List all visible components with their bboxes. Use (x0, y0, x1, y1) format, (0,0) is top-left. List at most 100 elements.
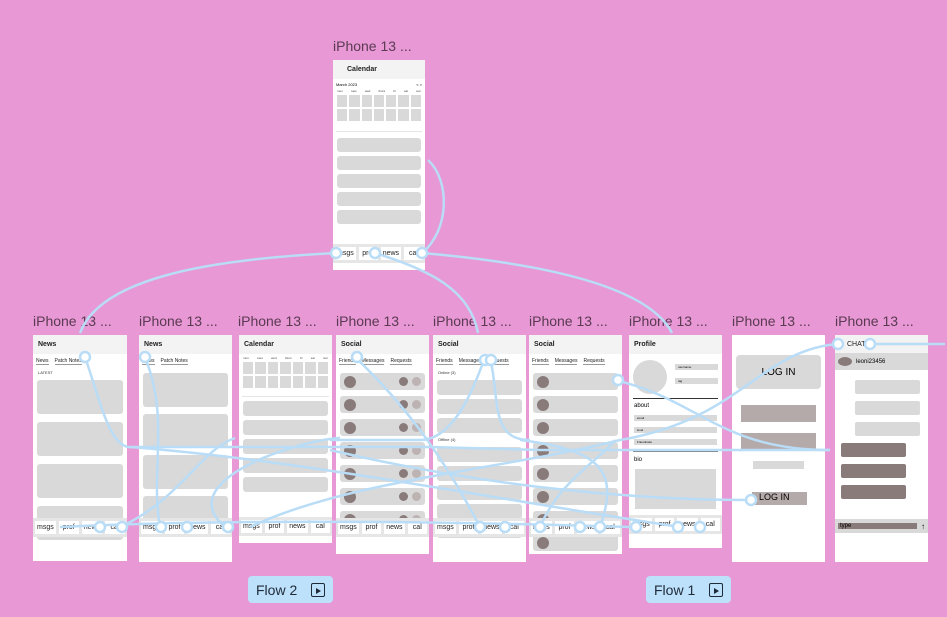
nav-msgs-button[interactable]: msgs (141, 521, 162, 534)
calendar-day-cell[interactable] (398, 109, 409, 121)
friend-row[interactable] (533, 396, 618, 413)
content-card[interactable] (143, 414, 228, 448)
calendar-day-cell[interactable] (255, 362, 266, 374)
content-card[interactable] (437, 399, 522, 414)
calendar-day-cell[interactable] (305, 362, 316, 374)
content-card[interactable] (437, 380, 522, 395)
profile-frame[interactable]: Profile username tag about email level F… (629, 335, 722, 548)
friend-row[interactable] (340, 488, 425, 505)
friend-row[interactable] (533, 373, 618, 390)
nav-msgs-button[interactable]: msgs (335, 247, 356, 260)
frame-label[interactable]: iPhone 13 ... (139, 313, 218, 329)
friend-row[interactable] (340, 419, 425, 436)
content-card[interactable] (37, 422, 123, 456)
content-card[interactable] (143, 373, 228, 407)
content-card[interactable] (437, 418, 522, 433)
nav-news-button[interactable]: news (287, 520, 308, 533)
nav-news-button[interactable]: news (384, 521, 405, 534)
nav-cal-button[interactable]: cal (310, 520, 331, 533)
nav-prof-button[interactable]: prof (361, 521, 382, 534)
nav-msgs-button[interactable]: msgs (338, 521, 359, 534)
friend-row[interactable] (340, 396, 425, 413)
tab-patch-notes[interactable]: Patch Notes (54, 358, 82, 365)
decline-icon[interactable] (412, 492, 421, 501)
frame-label[interactable]: iPhone 13 ... (33, 313, 112, 329)
login-frame[interactable]: LOG IN LOG IN (732, 335, 825, 562)
nav-cal-button[interactable]: cal (700, 518, 721, 531)
content-card[interactable] (437, 447, 522, 462)
nav-prof-button[interactable]: prof (654, 518, 675, 531)
frame-label[interactable]: iPhone 13 ... (333, 38, 412, 54)
content-card[interactable] (437, 504, 522, 519)
nav-cal-button[interactable]: cal (404, 247, 424, 260)
calendar-day-cell[interactable] (373, 109, 385, 121)
calendar-day-cell[interactable] (317, 376, 328, 388)
nav-cal-button[interactable]: cal (600, 521, 621, 534)
frame-label[interactable]: iPhone 13 ... (732, 313, 811, 329)
tab-requests[interactable]: Requests (583, 358, 605, 365)
accept-icon[interactable] (399, 377, 408, 386)
tab-requests[interactable]: Requests (487, 358, 509, 365)
friend-row[interactable] (533, 488, 618, 505)
nav-cal-button[interactable]: cal (407, 521, 428, 534)
tab-requests[interactable]: Requests (390, 358, 412, 365)
nav-prof-button[interactable]: prof (164, 521, 185, 534)
tab-patch-notes[interactable]: Patch Notes (160, 358, 188, 365)
calendar-day-cell[interactable] (361, 95, 372, 107)
tab-news[interactable]: News (142, 358, 155, 365)
decline-icon[interactable] (412, 400, 421, 409)
content-card[interactable] (37, 380, 123, 414)
calendar-day-cell[interactable] (398, 95, 409, 107)
calendar-day-cell[interactable] (280, 362, 291, 374)
flow-2-badge[interactable]: Flow 2 (248, 576, 334, 603)
calendar-day-cell[interactable] (280, 376, 291, 388)
calendar-day-cell[interactable] (292, 376, 304, 388)
nav-msgs-button[interactable]: msgs (435, 521, 456, 534)
accept-icon[interactable] (399, 423, 408, 432)
content-card[interactable] (337, 174, 421, 188)
flow-1-badge[interactable]: Flow 1 (646, 576, 732, 603)
calendar-day-cell[interactable] (410, 109, 421, 121)
tab-messages[interactable]: Messages (554, 358, 578, 365)
month-arrows[interactable]: < > (416, 82, 422, 87)
frame-label[interactable]: iPhone 13 ... (336, 313, 415, 329)
play-flow-icon[interactable] (311, 582, 326, 597)
content-card[interactable] (37, 464, 123, 498)
frame-label[interactable]: iPhone 13 ... (433, 313, 512, 329)
nav-msgs-button[interactable]: msgs (531, 521, 552, 534)
accept-icon[interactable] (399, 469, 408, 478)
nav-news-button[interactable]: news (81, 521, 103, 534)
accept-icon[interactable] (399, 492, 408, 501)
content-card[interactable] (243, 401, 328, 416)
calendar-day-cell[interactable] (373, 95, 385, 107)
decline-icon[interactable] (412, 446, 421, 455)
nav-news-button[interactable]: news (187, 521, 208, 534)
content-card[interactable] (243, 458, 328, 473)
friend-row[interactable] (340, 442, 425, 459)
content-card[interactable] (243, 477, 328, 492)
message-input[interactable]: type (838, 523, 917, 529)
username-input[interactable] (741, 405, 816, 422)
content-card[interactable] (243, 439, 328, 454)
calendar-day-cell[interactable] (255, 376, 266, 388)
calendar-day-cell[interactable] (337, 109, 348, 121)
nav-msgs-button[interactable]: msgs (241, 520, 262, 533)
calendar-day-cell[interactable] (337, 95, 348, 107)
frame-label[interactable]: iPhone 13 ... (835, 313, 914, 329)
calendar-day-cell[interactable] (267, 376, 279, 388)
accept-icon[interactable] (399, 446, 408, 455)
nav-news-button[interactable]: news (380, 247, 402, 260)
tab-messages[interactable]: Messages (361, 358, 385, 365)
friend-row[interactable] (533, 534, 618, 551)
nav-news-button[interactable]: news (577, 521, 598, 534)
friend-row[interactable] (533, 442, 618, 459)
play-flow-icon[interactable] (709, 582, 724, 597)
content-card[interactable] (243, 420, 328, 435)
frame-label[interactable]: iPhone 13 ... (529, 313, 608, 329)
